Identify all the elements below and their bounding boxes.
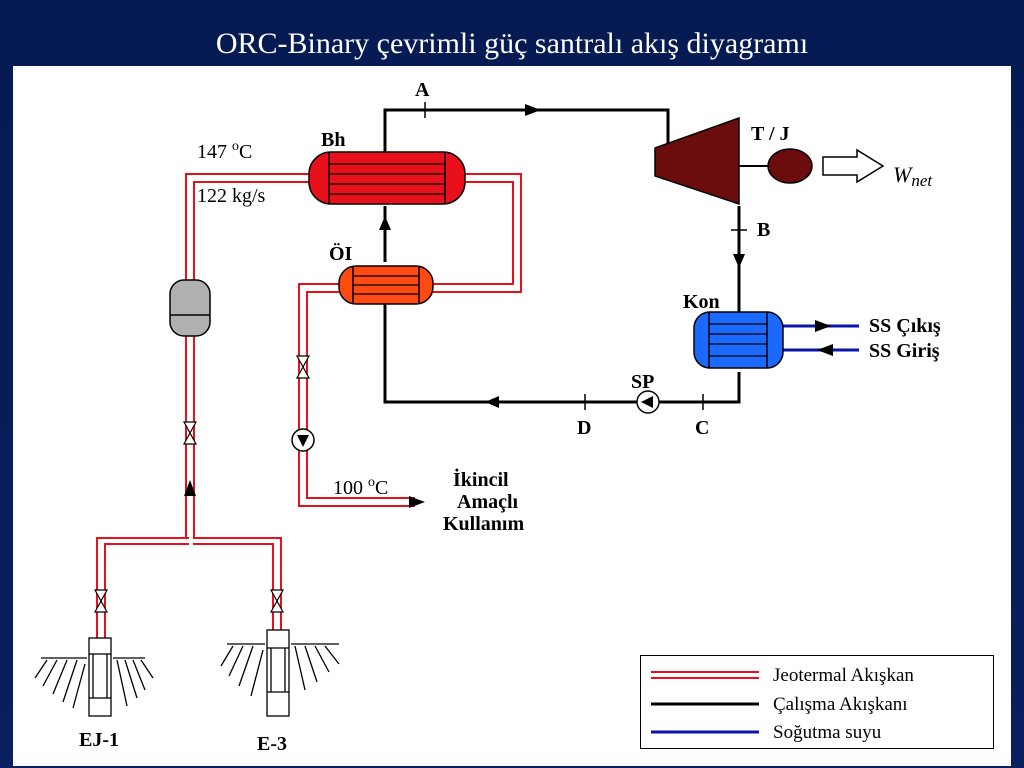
cw-in-arrow (817, 344, 833, 356)
label-point-c: C (695, 417, 709, 439)
flow-arrow-bottom (485, 396, 499, 408)
svg-text:Çalışma Akışkanı: Çalışma Akışkanı (773, 694, 908, 715)
pipe-bh-to-oi (433, 173, 522, 293)
generator (767, 148, 813, 184)
label-heater: Bh (321, 129, 345, 151)
label-pump: SP (631, 371, 654, 393)
svg-text:Jeotermal Akışkan: Jeotermal Akışkan (773, 665, 914, 686)
pipe-main-riser (185, 173, 309, 538)
well-e3 (220, 629, 340, 717)
flow-arrow-up-oi (379, 216, 391, 230)
pipe-well2 (193, 537, 282, 644)
label-secondary-1: İkincil (453, 467, 509, 491)
separator-vessel (169, 279, 211, 337)
legend-svg: Jeotermal Akışkan Çalışma Akışkanı Soğut… (651, 665, 914, 743)
label-condenser: Kon (683, 291, 720, 313)
pipe-well1 (96, 537, 189, 652)
wnet-arrow (822, 148, 885, 184)
label-cw-out: SS Çıkış (869, 315, 941, 337)
label-cw-in: SS Giriş (869, 340, 940, 362)
geo-pump (291, 428, 315, 452)
svg-text:Soğutma suyu: Soğutma suyu (773, 722, 882, 743)
legend-item-cooling: Soğutma suyu (651, 722, 882, 743)
turbine (654, 116, 740, 206)
label-point-d: D (577, 417, 591, 439)
cw-out-arrow (815, 320, 831, 332)
pump-sp (636, 390, 660, 414)
label-well-2: E-3 (257, 733, 287, 755)
label-secondary-2: Amaçlı (457, 491, 519, 513)
geothermal-pipes (96, 173, 522, 652)
page-title: ORC-Binary çevrimli güç santralı akış di… (215, 27, 809, 60)
preheater-oi (338, 265, 434, 305)
label-temp-out: 100 oC (333, 475, 388, 499)
label-flow-rate: 122 kg/s (197, 185, 266, 207)
label-preheater: ÖI (329, 242, 353, 265)
legend: Jeotermal Akışkan Çalışma Akışkanı Soğut… (640, 655, 994, 749)
label-point-a: A (415, 79, 430, 101)
diagram-panel: A B C D T / J Bh ÖI Kon SP 147 oC 122 kg… (13, 66, 1011, 766)
valves (93, 355, 311, 613)
pipe-oi-to-secondary (298, 283, 415, 507)
flow-arrow-top (525, 104, 541, 116)
legend-item-working: Çalışma Akışkanı (651, 694, 908, 715)
well-ej1 (34, 637, 154, 717)
label-turbine: T / J (751, 123, 790, 145)
flow-arrow-up-riser (184, 480, 196, 496)
label-point-b: B (757, 219, 770, 241)
heater-bh (308, 151, 466, 205)
legend-item-geothermal: Jeotermal Akışkan (651, 665, 914, 686)
label-well-1: EJ-1 (79, 729, 119, 751)
condenser-kon (693, 311, 784, 369)
label-temp-in: 147 oC (197, 139, 252, 163)
label-secondary-3: Kullanım (443, 513, 524, 535)
flow-diagram: A B C D T / J Bh ÖI Kon SP 147 oC 122 kg… (34, 79, 941, 755)
flow-arrow-down-b (733, 254, 745, 268)
label-wnet: Wnet (893, 162, 933, 190)
secondary-arrow (409, 496, 425, 508)
